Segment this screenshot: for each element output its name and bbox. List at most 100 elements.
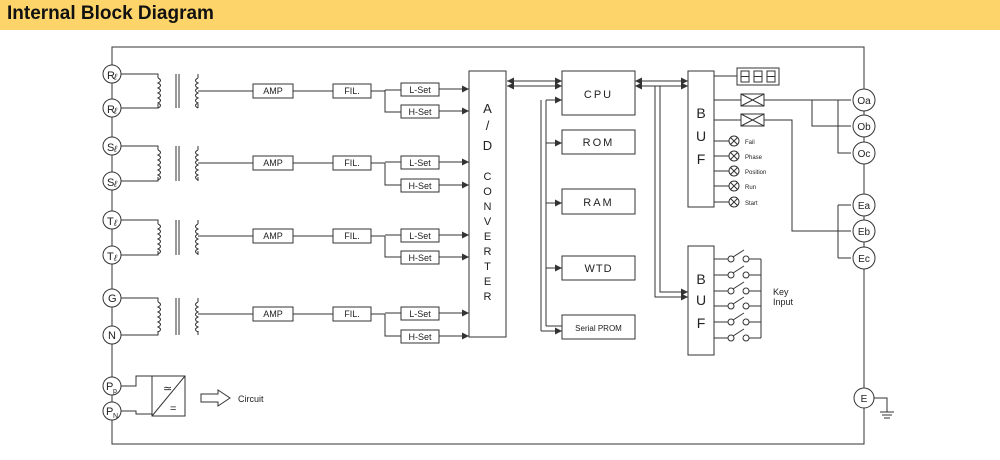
led-position: Position <box>714 165 766 177</box>
terminal-eb: Eb <box>852 219 876 243</box>
svg-text:B: B <box>696 271 705 287</box>
svg-text:S: S <box>107 142 114 154</box>
terminal-ea: Ea <box>852 193 876 217</box>
cpu-block: CPU <box>561 70 636 116</box>
svg-text:P: P <box>106 406 113 418</box>
svg-text:FIL.: FIL. <box>344 86 360 96</box>
rom-block: ROM <box>561 129 636 155</box>
svg-text:U: U <box>696 292 706 308</box>
svg-text:H-Set: H-Set <box>408 332 432 342</box>
key-input-label-2: Input <box>773 297 794 307</box>
page-title: Internal Block Diagram <box>7 3 214 24</box>
svg-text:P: P <box>106 381 113 393</box>
terminal-oa: Oa <box>852 88 876 112</box>
ad-converter: A / D C O N V E R T E R <box>468 70 507 338</box>
svg-text:N: N <box>113 413 118 420</box>
svg-text:=: = <box>170 403 176 415</box>
transformer-2 <box>121 145 253 182</box>
svg-text:G: G <box>108 293 117 305</box>
ram-block: RAM <box>561 188 636 215</box>
svg-text:AMP: AMP <box>263 86 283 96</box>
buf-input-block: B U F <box>687 245 715 356</box>
svg-text:C: C <box>484 171 492 183</box>
svg-text:Oc: Oc <box>858 149 871 160</box>
channel-1: AMP FIL. L-Set H-Set <box>252 82 469 119</box>
terminal-e: E <box>853 387 875 409</box>
svg-text:H-Set: H-Set <box>408 107 432 117</box>
svg-text:ℓ: ℓ <box>113 144 117 154</box>
svg-text:FIL.: FIL. <box>344 158 360 168</box>
wtd-block: WTD <box>561 255 636 281</box>
svg-text:L-Set: L-Set <box>409 85 431 95</box>
svg-text:F: F <box>697 315 706 331</box>
svg-text:R: R <box>107 70 115 82</box>
transformer-3 <box>121 219 253 256</box>
svg-text:S: S <box>107 177 114 189</box>
key-switch-6 <box>714 328 761 342</box>
led-run: Run <box>714 180 756 192</box>
svg-text:RAM: RAM <box>583 197 613 209</box>
output-terminals: Oa Ob Oc Ea Eb Ec E <box>852 88 876 409</box>
svg-text:A: A <box>483 101 492 116</box>
power-converter: ≃ = <box>121 375 186 417</box>
svg-text:FIL.: FIL. <box>344 309 360 319</box>
svg-text:ℓ: ℓ <box>113 179 117 189</box>
svg-text:Run: Run <box>745 185 756 191</box>
svg-text:U: U <box>696 128 706 144</box>
terminal-g: G <box>102 288 122 308</box>
svg-text:R: R <box>484 246 492 258</box>
svg-text:Ec: Ec <box>858 254 870 265</box>
transformer-1 <box>121 73 253 109</box>
key-switch-2 <box>714 265 761 279</box>
svg-text:E: E <box>484 231 491 243</box>
svg-text:ℓ: ℓ <box>113 106 117 116</box>
adc-cpu-bus <box>507 77 562 90</box>
svg-text:N: N <box>484 201 492 213</box>
svg-text:ROM: ROM <box>583 137 615 149</box>
svg-text:AMP: AMP <box>263 309 283 319</box>
circuit-label: Circuit <box>238 394 264 404</box>
seven-segment-display <box>714 67 780 86</box>
svg-text:AMP: AMP <box>263 231 283 241</box>
transformer-4 <box>121 297 253 336</box>
channel-3: AMP FIL. L-Set H-Set <box>252 228 469 265</box>
memory-bus <box>540 96 562 335</box>
serial-prom-block: Serial PROM <box>561 314 636 340</box>
key-switch-3 <box>714 281 761 295</box>
key-switch-5 <box>714 312 761 326</box>
svg-text:D: D <box>483 138 492 153</box>
terminal-ec: Ec <box>852 246 876 270</box>
svg-text:/: / <box>486 118 490 133</box>
svg-text:CPU: CPU <box>584 89 613 101</box>
terminal-oc: Oc <box>852 141 876 165</box>
svg-text:L-Set: L-Set <box>409 231 431 241</box>
cpu-buf-bus <box>635 77 688 301</box>
svg-text:Position: Position <box>745 170 766 176</box>
led-fail: Fail <box>714 135 755 147</box>
channel-4: AMP FIL. L-Set H-Set <box>252 306 469 344</box>
svg-text:T: T <box>484 261 491 273</box>
svg-text:L-Set: L-Set <box>409 158 431 168</box>
circuit-arrow-icon <box>200 389 231 407</box>
header-bar: Internal Block Diagram <box>0 0 1000 30</box>
svg-text:FIL.: FIL. <box>344 231 360 241</box>
key-switch-4 <box>714 296 761 310</box>
led-phase: Phase <box>714 150 763 162</box>
svg-text:Eb: Eb <box>858 227 871 238</box>
svg-text:≃: ≃ <box>163 383 172 395</box>
svg-text:Start: Start <box>745 201 758 207</box>
relay-output-1 <box>714 93 851 154</box>
relay-output-2 <box>714 113 851 259</box>
svg-text:ℓ: ℓ <box>113 253 117 263</box>
key-switches: Key Input <box>714 249 794 342</box>
svg-text:L-Set: L-Set <box>409 309 431 319</box>
svg-text:F: F <box>697 151 706 167</box>
